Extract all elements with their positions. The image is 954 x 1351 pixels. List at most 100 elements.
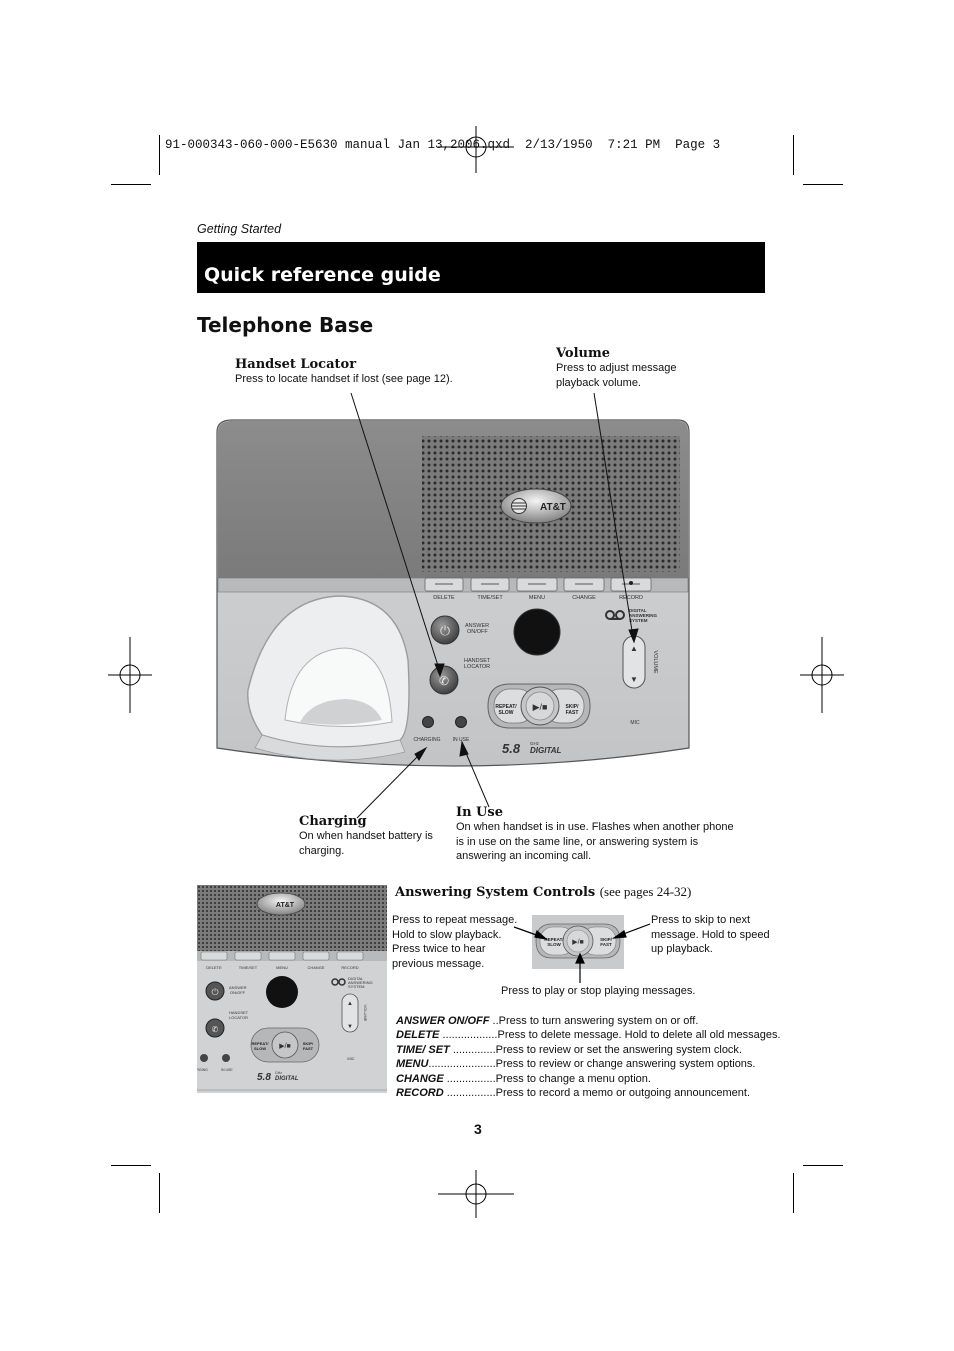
control-key: TIME/ SET — [396, 1044, 450, 1056]
thumbnail-in-use-label: IN USE — [221, 1068, 233, 1072]
section-label: Getting Started — [197, 222, 282, 236]
mic-label: MIC — [630, 720, 640, 726]
menu-label: MENU — [529, 595, 545, 601]
svg-text:⏻: ⏻ — [211, 987, 218, 997]
callout-desc: On when handset battery is — [299, 830, 433, 842]
handset-icon: ✆ — [439, 674, 449, 688]
thumbnail-das-label: ANSWERING — [348, 980, 373, 985]
thumbnail-repeat-label: REPEAT/ — [251, 1041, 269, 1046]
banner-title: Quick reference guide — [204, 264, 441, 286]
answering-controls-heading: Answering System Controls — [395, 885, 596, 900]
svg-text:▼: ▼ — [347, 1024, 353, 1030]
callout-in-use: In Use On when handset is in use. Flashe… — [456, 805, 734, 864]
control-dots: .................. — [439, 1029, 498, 1041]
skip-note-line: Press to skip to next — [651, 914, 751, 926]
repeat-note-line: previous message. — [392, 957, 485, 970]
thumbnail-model-digital: DIGITAL — [275, 1076, 299, 1082]
control-row: CHANGE ................Press to change a… — [396, 1073, 651, 1085]
control-dots: .. — [489, 1015, 499, 1027]
title-banner: Quick reference guide — [197, 242, 765, 293]
thumbnail-volume-label: VOLUME — [363, 1005, 368, 1022]
control-row: TIME/ SET ..............Press to review … — [396, 1044, 742, 1056]
control-desc: Press to review or change answering syst… — [495, 1058, 756, 1070]
model-digital: DIGITAL — [530, 746, 562, 755]
volume-down-icon[interactable]: ▼ — [630, 675, 638, 684]
answering-controls-pages: (see pages 24-32) — [599, 884, 692, 899]
record-led — [629, 581, 633, 585]
skip-label: FAST — [566, 710, 579, 716]
control-desc: Press to review or set the answering sys… — [495, 1044, 742, 1056]
answering-system-thumbnail: AT&T DELETE TIME/SET MENU CHANGE RECORD … — [197, 885, 387, 1093]
play-note: Press to play or stop playing messages. — [501, 985, 696, 997]
das-label: SYSTEM — [629, 618, 648, 623]
das-label: DIGITAL — [629, 608, 647, 613]
skip-note: Press to skip to next message. Hold to s… — [651, 913, 770, 957]
thumbnail-time-set-label: TIME/SET — [239, 965, 258, 970]
answer-label: ON/OFF — [467, 629, 488, 635]
power-icon: ⏻ — [440, 623, 450, 638]
playback-detail-illustration: ▶/■ REPEAT/ SLOW SKIP/ FAST — [513, 915, 651, 983]
crop-mark — [803, 184, 843, 185]
callout-desc: is in use on the same line, or answering… — [456, 835, 699, 848]
handset-label: HANDSET — [464, 658, 491, 664]
att-logo: AT&T — [500, 488, 572, 524]
repeat-note-line: Press to repeat message. — [392, 914, 518, 926]
control-row: DELETE ..................Press to delete… — [396, 1029, 781, 1041]
control-row: ANSWER ON/OFF ..Press to turn answering … — [396, 1015, 698, 1027]
handset-label: LOCATOR — [464, 664, 490, 670]
telephone-base-illustration: DELETE TIME/SET MENU CHANGE RECORD AT&T … — [216, 392, 690, 819]
callout-desc: playback volume. — [556, 376, 641, 389]
callout-desc: Press to adjust message — [556, 362, 677, 374]
crop-mark — [803, 1165, 843, 1166]
repeat-note-line: Press twice to hear — [392, 943, 486, 955]
answer-on-off-button[interactable] — [430, 615, 460, 645]
registration-mark-left — [108, 637, 152, 713]
handset-locator-button[interactable] — [429, 665, 459, 695]
message-counter-display — [513, 608, 561, 656]
repeat-note: Press to repeat message. Hold to slow pl… — [392, 913, 517, 971]
control-desc: Press to delete message. Hold to delete … — [497, 1029, 781, 1041]
control-row: RECORD ................Press to record a… — [396, 1087, 750, 1099]
volume-up-icon[interactable]: ▲ — [630, 644, 638, 653]
thumbnail-change-label: CHANGE — [307, 965, 324, 970]
thumbnail-answer-label: ANSWER — [229, 985, 247, 990]
callout-desc: On when handset is in use. Flashes when … — [456, 821, 734, 833]
repeat-label: SLOW — [499, 710, 514, 716]
detail-skip-label: FAST — [600, 942, 612, 947]
thumbnail-das-label: SYSTEM — [348, 984, 364, 989]
detail-play-stop-icon: ▶/■ — [572, 939, 584, 946]
model-logo: 5.8 GHz DIGITAL — [502, 741, 562, 756]
crop-mark — [793, 1173, 794, 1213]
handset-cradle — [247, 595, 410, 761]
in-use-led — [455, 716, 467, 728]
charging-label: CHARGING — [414, 737, 441, 743]
thumbnail-menu-label: MENU — [276, 965, 288, 970]
thumbnail-repeat-label: SLOW — [254, 1046, 266, 1051]
change-label: CHANGE — [572, 595, 596, 601]
crop-mark — [111, 1165, 151, 1166]
control-key: RECORD — [396, 1087, 444, 1099]
callout-title: Charging — [299, 814, 367, 829]
charging-led — [422, 716, 434, 728]
play-stop-icon: ▶/■ — [533, 702, 548, 712]
registration-mark-bottom — [438, 1170, 514, 1218]
time-set-label: TIME/SET — [477, 595, 503, 601]
control-dots: ................ — [443, 1073, 496, 1085]
skip-label: SKIP/ — [565, 704, 579, 710]
svg-text:✆: ✆ — [212, 1025, 219, 1034]
callout-title: Volume — [556, 346, 610, 361]
thumbnail-play-stop-icon: ▶/■ — [279, 1043, 291, 1050]
thumbnail-delete-label: DELETE — [206, 965, 222, 970]
record-label: RECORD — [619, 595, 643, 601]
control-row: MENU......................Press to revie… — [396, 1058, 755, 1070]
callout-handset-locator: Handset Locator Press to locate handset … — [235, 357, 453, 387]
control-dots: ................ — [443, 1087, 496, 1099]
answering-controls-title: Answering System Controls (see pages 24-… — [395, 883, 691, 901]
thumbnail-att-logo-text: AT&T — [276, 902, 295, 909]
thumbnail-mic-label: MIC — [347, 1056, 354, 1061]
das-logo: DIGITAL ANSWERING SYSTEM — [605, 608, 657, 623]
control-key: CHANGE — [396, 1073, 444, 1085]
thumbnail-model-ghz: GHz — [275, 1071, 282, 1075]
crop-mark — [159, 1173, 160, 1213]
model-number: 5.8 — [502, 741, 521, 756]
